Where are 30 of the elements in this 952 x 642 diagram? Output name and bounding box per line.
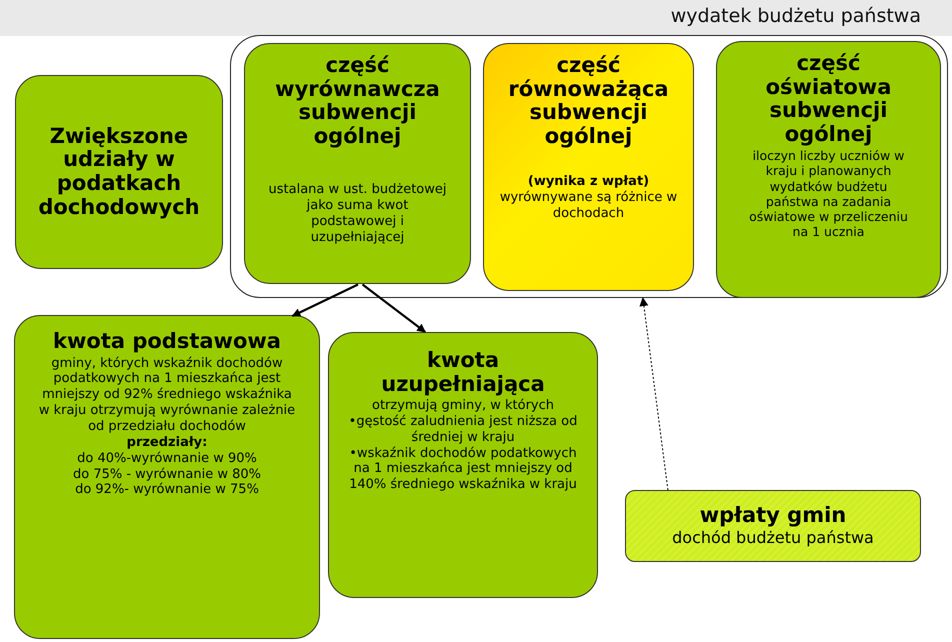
box-heading: kwota uzupełniająca [380,349,546,396]
arrow [362,284,426,333]
box-text: •wskaźnik dochodów podatkowych na 1 mieszkańca jest mniejszy od 140% średniego wskaźnika w kraju [348,446,578,494]
arrow [292,284,358,317]
rounded-box [625,490,921,562]
group-title: wydatek budżetu państwa [670,5,921,27]
box-subheading: przedziały: [126,434,208,451]
box-heading: część równoważąca subwencji ogólnej [507,54,670,148]
box-text: ustalana w ust. budżetowej jako suma kwot podstawowej i uzupełniającej [268,182,448,246]
box-text: do 75% - wyrównanie w 80% [72,466,261,482]
box-heading: wpłaty gmin [700,504,846,528]
rounded-box [244,43,471,284]
box-text: do 40%-wyrównanie w 90% [77,450,257,467]
highlight-box [483,43,694,291]
box-text: •gęstość zaludnienia jest niższa od średniej w kraju [348,414,578,446]
arrow [639,297,668,490]
box-heading: kwota podstawowa [53,330,281,354]
box-text: wyrównywane są różnice w dochodach [498,190,678,222]
rounded-box [14,315,320,639]
rounded-box [716,41,941,298]
box-text: do 92%- wyrównanie w 75% [75,482,259,498]
rounded-box [328,332,598,598]
box-heading: część oświatowa subwencji ogólnej [764,52,892,146]
box-heading: część wyrównawcza subwencji ogólnej [274,54,441,148]
box-heading: Zwiększone udziały w podatkach dochodowych [37,124,201,220]
box-subheading: (wynika z wpłat) [528,174,650,190]
box-text: iloczyn liczby uczniów w kraju i planowanych wydatków budżetu państwa na zadania oświatowe w przeliczeniu na 1 ucznia [748,148,909,240]
rounded-box [15,75,223,269]
box-text: otrzymują gminy, w których [372,398,554,414]
box-text: dochód budżetu państwa [672,528,874,548]
